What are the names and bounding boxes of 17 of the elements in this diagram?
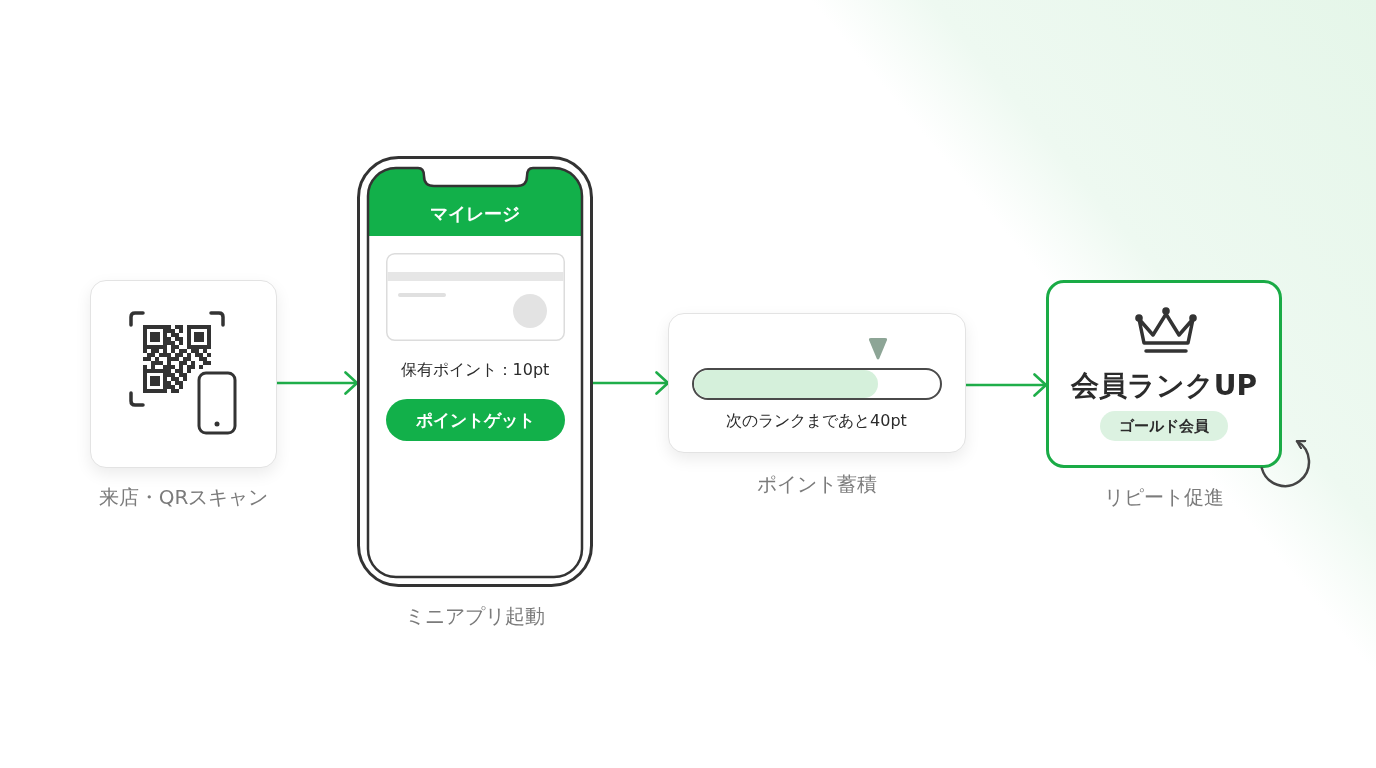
rank-up-title: 会員ランクUP — [1070, 367, 1258, 403]
rank-badge: ゴールド会員 — [1100, 411, 1228, 441]
app-header-bar: マイレージ — [368, 168, 582, 236]
arrow — [966, 373, 1048, 397]
points-balance-text: 保有ポイント：10pt — [400, 360, 550, 380]
qr-scan-card — [90, 280, 277, 468]
arrow — [277, 371, 359, 395]
step-caption: ポイント蓄積 — [757, 471, 877, 497]
progress-card — [668, 313, 966, 453]
arrow — [593, 371, 670, 395]
smartphone-frame — [357, 156, 593, 587]
step-caption: リピート促進 — [1104, 484, 1224, 510]
get-points-button: ポイントゲット — [386, 399, 565, 441]
step-caption: 来店・QRスキャン — [98, 484, 269, 510]
rank-up-card — [1046, 280, 1282, 468]
progress-text: 次のランクまであと40pt — [726, 410, 907, 431]
step-caption: ミニアプリ起動 — [405, 603, 545, 629]
